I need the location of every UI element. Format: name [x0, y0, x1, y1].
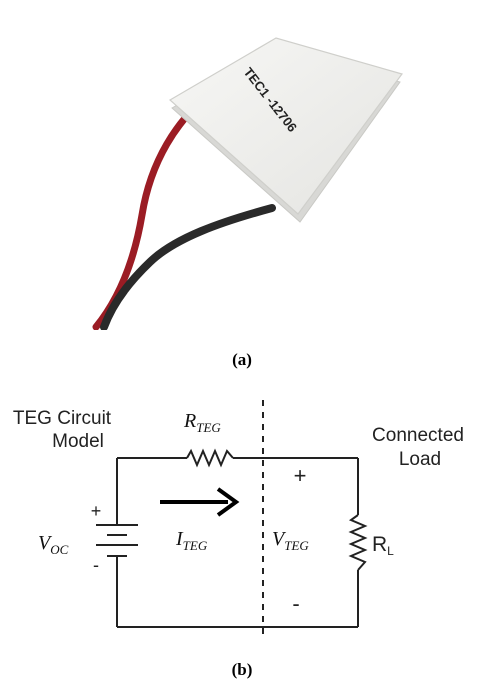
- r-load-resistor: [348, 514, 368, 571]
- left-title-line2: Model: [52, 431, 104, 452]
- black-wire: [100, 204, 276, 331]
- right-title-line1: Connected: [372, 425, 464, 446]
- load-plus: +: [294, 463, 307, 488]
- module-plate: [168, 37, 403, 215]
- teg-circuit-diagram: TEG Circuit Model Connected Load RTEG +: [13, 400, 464, 640]
- current-arrow: [160, 487, 240, 517]
- r-teg-label: RTEG: [183, 410, 221, 435]
- i-teg-label: ITEG: [175, 528, 208, 553]
- r-load-label: RL: [372, 533, 394, 558]
- panel-b: TEG Circuit Model Connected Load RTEG +: [0, 385, 484, 645]
- battery-symbol: [96, 524, 138, 557]
- teg-module-photo: TEC1 -12706: [0, 0, 484, 331]
- right-title-line2: Load: [399, 449, 441, 470]
- v-teg-label: VTEG: [272, 528, 309, 553]
- v-oc-label: VOC: [38, 532, 69, 557]
- caption-b: (b): [231, 660, 253, 679]
- battery-plus: +: [91, 501, 102, 521]
- panel-a: TEC1 -12706: [0, 0, 484, 331]
- caption-a: (a): [232, 350, 252, 369]
- r-teg-resistor: [186, 448, 234, 468]
- load-minus: -: [292, 591, 299, 616]
- circuit-wires: [116, 457, 359, 628]
- left-title-line1: TEG Circuit: [13, 408, 112, 429]
- battery-minus: -: [93, 555, 99, 575]
